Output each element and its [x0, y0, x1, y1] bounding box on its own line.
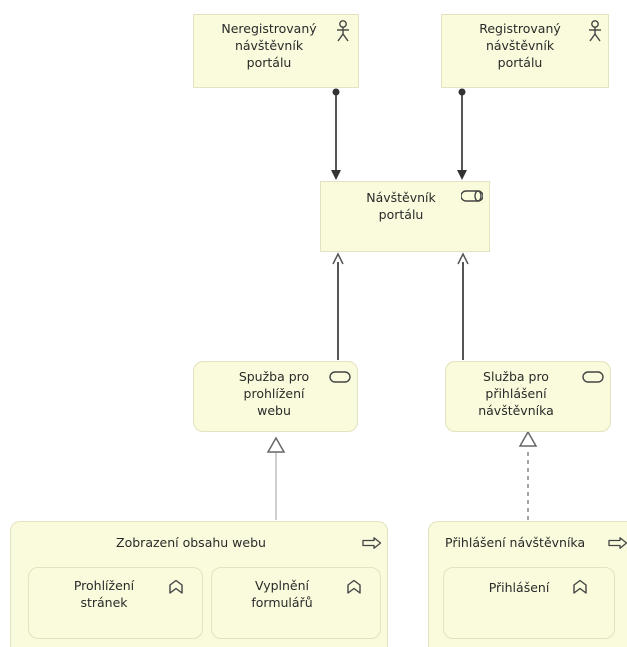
function-icon	[347, 579, 361, 594]
function-browse-pages-label: Prohlížení stránek	[73, 578, 135, 610]
process-visitor-login[interactable]: Přihlášení návštěvníka Přihlášení	[428, 521, 627, 647]
serving-connector-browse[interactable]	[332, 252, 344, 360]
role-icon	[461, 190, 483, 202]
actor-unregistered-visitor-label: Neregistrovaný návštěvník portálu	[221, 21, 317, 70]
actor-unregistered-visitor[interactable]: Neregistrovaný návštěvník portálu	[193, 14, 359, 88]
serving-connector-login[interactable]	[457, 252, 469, 360]
service-browse-web[interactable]: Spužba pro prohlížení webu	[193, 361, 358, 432]
function-fill-forms-label: Vyplnění formulářů	[251, 578, 313, 610]
process-arrow-icon	[362, 537, 382, 549]
function-login-label: Přihlášení	[488, 580, 550, 595]
function-fill-forms[interactable]: Vyplnění formulářů	[211, 567, 381, 639]
actor-registered-visitor[interactable]: Registrovaný návštěvník portálu	[441, 14, 609, 88]
function-login[interactable]: Přihlášení	[443, 567, 615, 639]
function-icon	[573, 579, 587, 594]
actor-icon	[337, 20, 349, 42]
realization-connector-browse[interactable]	[266, 436, 286, 520]
assignment-connector-registered[interactable]	[457, 88, 467, 181]
function-browse-pages[interactable]: Prohlížení stránek	[28, 567, 203, 639]
process-arrow-icon	[608, 537, 627, 549]
service-browse-web-label: Spužba pro prohlížení webu	[238, 369, 310, 418]
process-display-web-content[interactable]: Zobrazení obsahu webu Prohlížení stránek…	[10, 521, 388, 647]
actor-icon	[589, 20, 601, 42]
function-icon	[169, 579, 183, 594]
role-portal-visitor[interactable]: Návštěvník portálu	[320, 181, 490, 252]
realization-connector-login[interactable]	[518, 430, 538, 520]
actor-registered-visitor-label: Registrovaný návštěvník portálu	[479, 21, 561, 70]
service-icon	[582, 371, 604, 383]
process-visitor-login-label: Přihlášení návštěvníka	[445, 535, 586, 550]
service-visitor-login-label: Služba pro přihlášení návštěvníka	[478, 369, 554, 418]
service-icon	[329, 371, 351, 383]
role-portal-visitor-label: Návštěvník portálu	[366, 190, 436, 222]
process-display-web-content-label: Zobrazení obsahu webu	[116, 535, 266, 550]
service-visitor-login[interactable]: Služba pro přihlášení návštěvníka	[445, 361, 611, 432]
assignment-connector-unregistered[interactable]	[331, 88, 341, 181]
